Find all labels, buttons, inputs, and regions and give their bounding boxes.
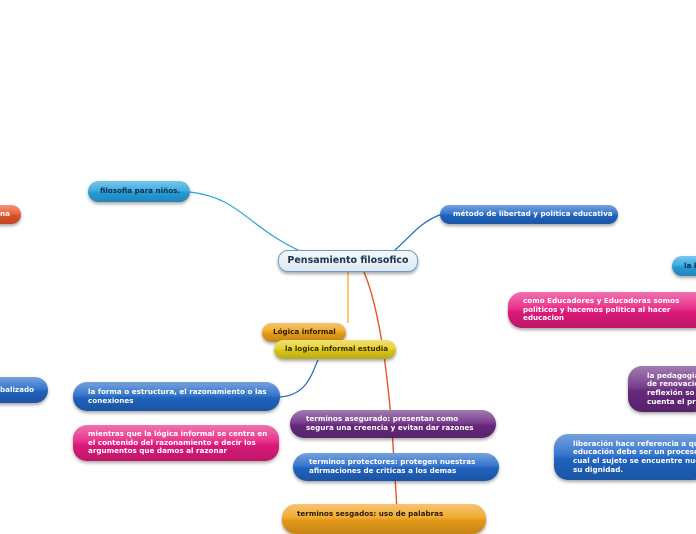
node-logica-informal[interactable]: Lógica informal (262, 323, 346, 342)
node-pedagogia[interactable]: la pedagogia de renovació reflexión so c… (628, 366, 696, 412)
node-liberacion-label: liberación hace referencia a qu educació… (573, 438, 696, 474)
node-logica-estudia[interactable]: la logica informal estudia (274, 340, 396, 359)
node-right-la[interactable]: la l (672, 256, 696, 276)
node-logica-estudia-label: la logica informal estudia (285, 344, 389, 354)
node-terminos-sesgados[interactable]: terminos sesgados: uso de palabras (282, 504, 486, 534)
node-forma-label: la forma o estructura, el razonamiento o… (88, 386, 267, 405)
node-left-blue[interactable]: balizado (0, 377, 48, 403)
central-topic-label: Pensamiento filosofico (287, 254, 409, 266)
node-asegurado-label: terminos asegurado: presentan como segur… (306, 414, 474, 432)
node-protectores-label: terminos protectores: protegen nuestras … (309, 457, 476, 475)
node-liberacion[interactable]: liberación hace referencia a qu educació… (554, 434, 696, 480)
node-mientras-que[interactable]: mientras que la lógica informal se centr… (73, 425, 279, 461)
node-terminos-asegurado[interactable]: terminos asegurado: presentan como segur… (290, 410, 496, 438)
node-metodo-label: método de libertad y política educativa (453, 209, 613, 219)
node-right-la-label: la l (684, 260, 696, 270)
node-logica-label: Lógica informal (273, 327, 336, 337)
node-terminos-protectores[interactable]: terminos protectores: protegen nuestras … (293, 453, 499, 481)
node-left-blue-label: balizado (0, 384, 35, 394)
node-left-red[interactable]: na (0, 205, 21, 224)
node-left-red-label: na (0, 209, 10, 219)
node-pedagogia-label: la pedagogia de renovació reflexión so c… (647, 370, 696, 406)
node-forma-estructura[interactable]: la forma o estructura, el razonamiento o… (73, 382, 280, 411)
central-topic[interactable]: Pensamiento filosofico (278, 250, 418, 272)
link-metodo (394, 213, 443, 251)
node-mientras-label: mientras que la lógica informal se centr… (88, 429, 268, 456)
link-filosofia (189, 191, 301, 252)
node-sesgados-label: terminos sesgados: uso de palabras (297, 509, 444, 518)
node-filosofia-label: filosofia para niños. (100, 186, 181, 196)
node-filosofia-para-ninos[interactable]: filosofia para niños. (88, 181, 190, 202)
node-educadores[interactable]: como Educadores y Educadoras somos polit… (508, 292, 696, 328)
node-metodo-libertad[interactable]: método de libertad y política educativa (440, 205, 618, 224)
node-educadores-label: como Educadores y Educadoras somos polit… (523, 296, 680, 323)
link-forma (279, 359, 319, 398)
